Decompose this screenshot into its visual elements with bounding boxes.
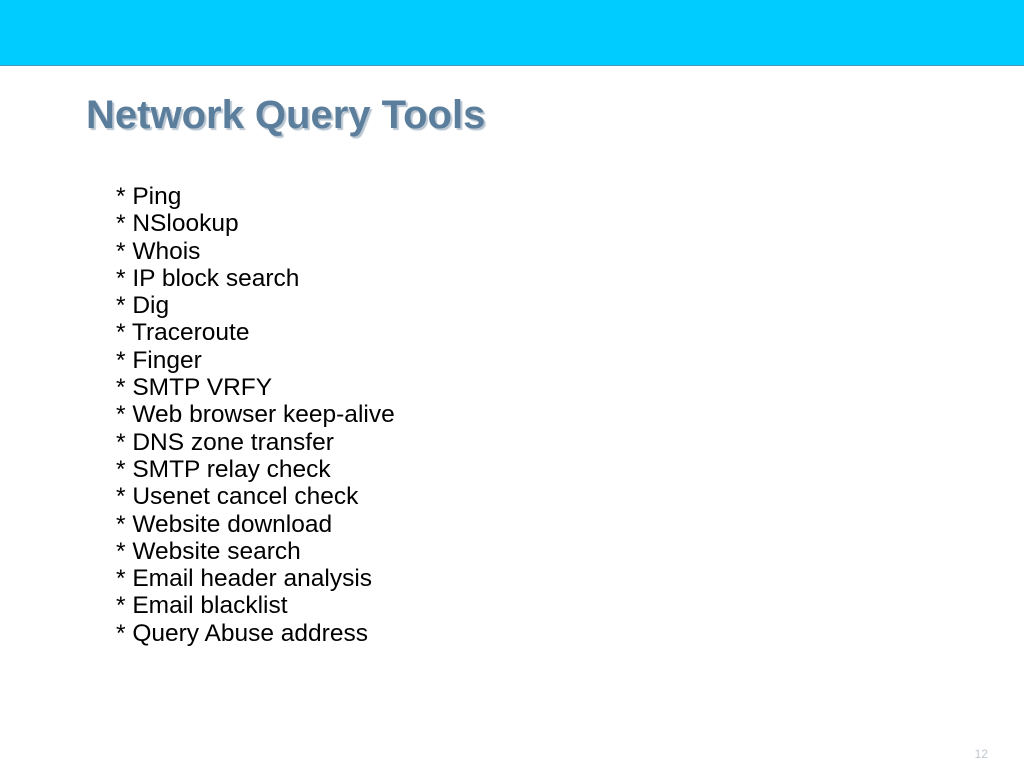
list-item: * Website download [116,510,333,538]
list-item: * DNS zone transfer [116,428,334,456]
list-item: * Dig [116,292,170,320]
list-item: * Email header analysis [116,565,373,593]
list-item: * SMTP VRFY [116,374,273,402]
list-item: * Query Abuse address [116,619,368,647]
list-item: * Website search [116,537,301,565]
tool-list: * Ping * NSlookup * Whois * IP block sea… [116,183,395,647]
list-item: * IP block search [116,264,300,292]
list-item: * Web browser keep-alive [116,401,395,429]
list-item: * SMTP relay check [116,455,331,483]
list-item: * Ping [116,183,182,210]
list-item: * Finger [116,346,202,374]
list-item: * Email blacklist [116,592,288,620]
header-band [0,0,1024,66]
list-item: * NSlookup [116,210,239,238]
list-item: * Whois [116,237,201,265]
list-item: * Usenet cancel check [116,483,359,511]
page-number: 12 [974,747,988,761]
list-item: * Traceroute [116,319,250,347]
slide-title: Network Query Tools [86,93,486,137]
